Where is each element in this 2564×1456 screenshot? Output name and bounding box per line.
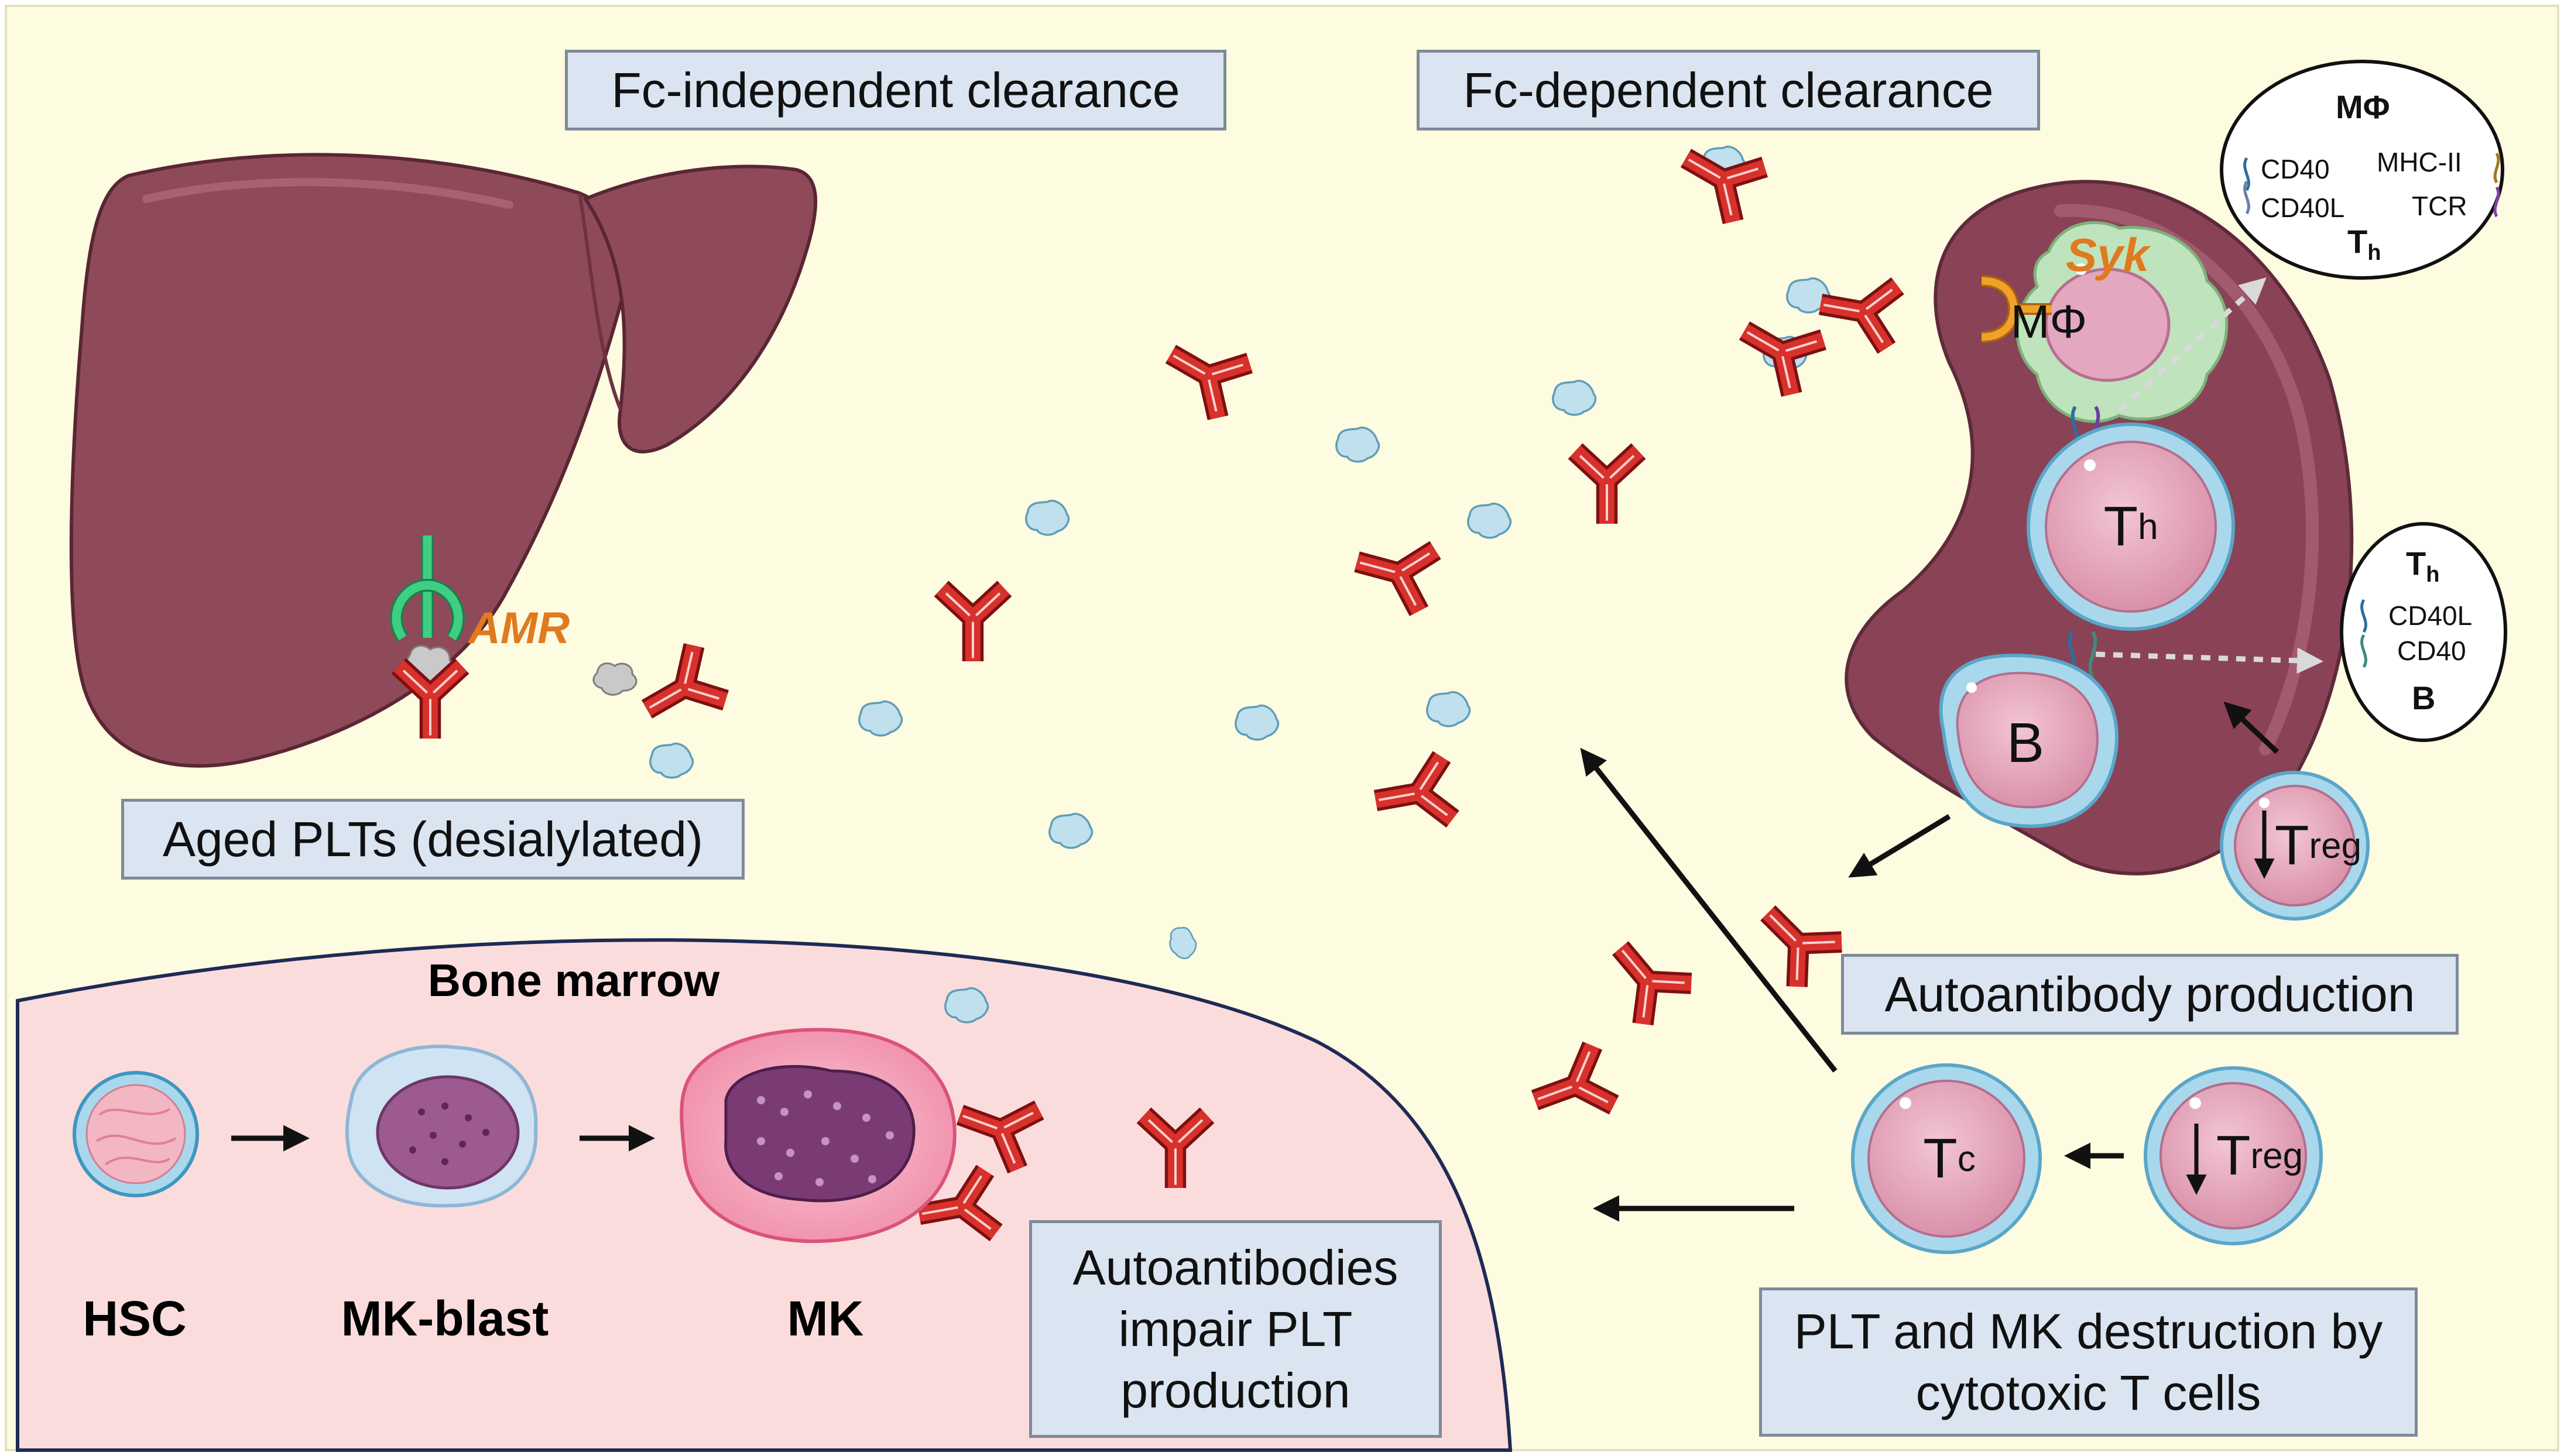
bubble-top-right-label-2: TCR: [2412, 191, 2467, 221]
amr-label: AMR: [468, 603, 570, 653]
bubble-top-bottom-main: T: [2347, 223, 2368, 260]
macrophage-cell: [2015, 221, 2229, 423]
bubble-top-title: MΦ: [2336, 88, 2390, 125]
bone-marrow-title: Bone marrow: [427, 954, 720, 1006]
hsc-cell: [73, 1071, 199, 1197]
bubble-mphi-th: [2220, 60, 2504, 280]
tc-sub: c: [1957, 1138, 1976, 1179]
bubble-top-left-label-2: CD40L: [2261, 193, 2345, 223]
autoantibody-production-label: Autoantibody production: [1841, 954, 2459, 1035]
tc-main: T: [1923, 1127, 1958, 1190]
macrophage-label: MΦ: [2010, 296, 2087, 348]
th-main: T: [2103, 495, 2138, 558]
th-cell: [2027, 423, 2235, 631]
bubble-top-bottom: Th: [2347, 222, 2381, 266]
cell-label-mk-blast: MK-blast: [341, 1291, 549, 1346]
treg-cell-bottom: [2144, 1066, 2323, 1245]
mk-cell: [680, 1028, 957, 1244]
bubble-right-title-sub: h: [2426, 562, 2440, 588]
bubble-right-title: Th: [2406, 544, 2439, 588]
bubble-right-label-1: CD40L: [2388, 600, 2473, 631]
bubble-right-label-2: CD40: [2397, 636, 2466, 666]
arrows: [231, 701, 2280, 1222]
arrow-icon: [2117, 277, 2267, 412]
b-cell-label: B: [2006, 712, 2045, 774]
fc-dependent-label: Fc-dependent clearance: [1417, 50, 2040, 131]
arrow-icon: [2095, 647, 2323, 674]
treg-bottom-main: T: [2216, 1124, 2251, 1187]
aged-plts-label: Aged PLTs (desialylated): [121, 799, 745, 880]
tcell-destruction-label: PLT and MK destruction by cytotoxic T ce…: [1759, 1287, 2418, 1437]
treg-right-main: T: [2274, 814, 2309, 877]
bubble-right-bottom: B: [2412, 679, 2436, 716]
b-cell: [1939, 653, 2119, 828]
bubble-top-bottom-sub: h: [2367, 241, 2381, 266]
mk-blast-cell: [345, 1045, 538, 1208]
bubble-receptor-icons: [2243, 152, 2500, 668]
fc-receptor-icon: [1981, 275, 2052, 343]
treg-cell-right: [2220, 771, 2370, 921]
tc-cell: [1851, 1063, 2042, 1254]
bubble-right-title-main: T: [2406, 545, 2426, 582]
autoantibodies-impair-label: Autoantibodies impair PLT production: [1029, 1220, 1442, 1438]
bubble-top-left-label-1: CD40: [2261, 154, 2330, 184]
treg-bottom-sub: reg: [2250, 1135, 2304, 1176]
bubble-th-b: [2340, 522, 2507, 742]
syk-label: Syk: [2065, 229, 2150, 281]
receptor-icon: [390, 535, 465, 642]
treg-right-sub: reg: [2309, 825, 2362, 866]
bubble-top-right-label-1: MHC-II: [2377, 147, 2462, 177]
cell-label-mk: MK: [787, 1291, 864, 1346]
liver: [69, 153, 818, 768]
fc-independent-label: Fc-independent clearance: [565, 50, 1226, 131]
th-sub: h: [2138, 506, 2158, 547]
cell-label-hsc: HSC: [83, 1291, 187, 1346]
